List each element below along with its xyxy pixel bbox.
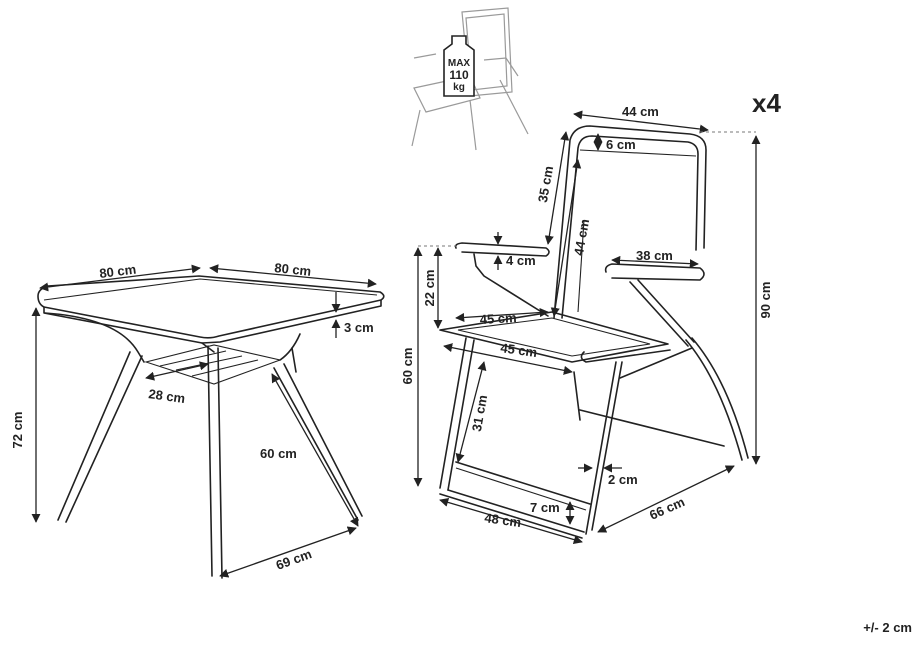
chair-seat-depth-b: 45 cm xyxy=(500,340,539,360)
badge-value: 110 xyxy=(449,68,469,82)
chair-bar: 2 cm xyxy=(608,472,638,487)
table-shelf: 28 cm xyxy=(148,386,187,406)
table-width-a: 80 cm xyxy=(99,262,137,281)
chair-dimensions xyxy=(413,110,761,545)
chair-back-height: 44 cm xyxy=(571,218,592,257)
chair-bottom-bar: 7 cm xyxy=(530,500,560,515)
chair-seat-height: 60 cm xyxy=(400,348,415,385)
table-drawing xyxy=(37,275,385,579)
chair-armrest-height: 22 cm xyxy=(422,270,437,307)
chair-seat-depth-a: 45 cm xyxy=(479,310,517,327)
table-leg-inner: 60 cm xyxy=(260,446,297,461)
chair-leg-lower: 31 cm xyxy=(469,394,490,433)
table-top-thickness: 3 cm xyxy=(344,320,374,335)
chair-armrest-thickness: 4 cm xyxy=(506,253,536,268)
table-width-b: 80 cm xyxy=(274,260,312,279)
quantity-label: x4 xyxy=(752,88,781,118)
table-dimensions xyxy=(31,264,377,578)
chair-armrest-width: 38 cm xyxy=(636,248,673,263)
chair-height: 90 cm xyxy=(758,282,773,319)
chair-top-bar: 6 cm xyxy=(606,137,636,152)
chair-back-width: 44 cm xyxy=(622,104,659,119)
badge-unit: kg xyxy=(453,82,465,93)
table-height: 72 cm xyxy=(10,412,25,449)
tolerance-note: +/- 2 cm xyxy=(863,620,912,635)
chair-back-upper: 35 cm xyxy=(535,165,556,204)
badge-max: MAX xyxy=(448,58,471,69)
chair-drawing xyxy=(439,125,749,539)
chair-base-width: 48 cm xyxy=(484,510,523,530)
weight-capacity-badge: MAX 110 kg xyxy=(443,35,475,97)
